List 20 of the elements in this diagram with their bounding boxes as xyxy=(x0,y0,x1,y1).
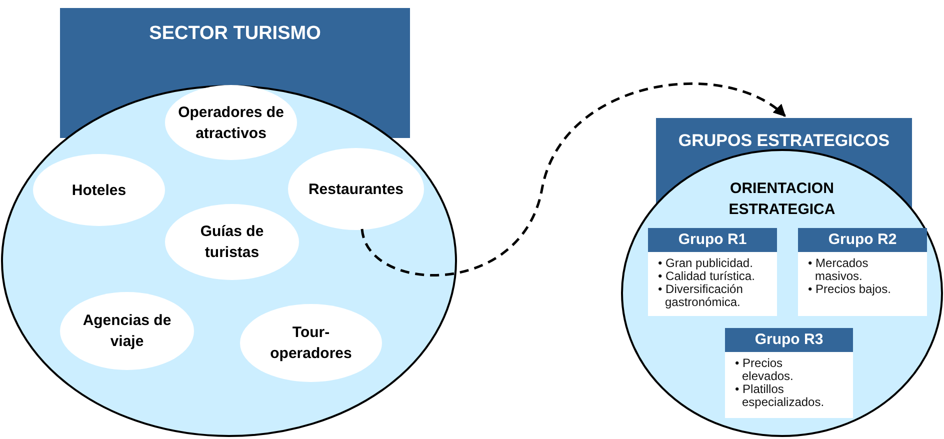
bullet-item: • Calidad turística. xyxy=(658,270,756,283)
bullet-item: • Precios bajos. xyxy=(808,283,892,296)
node-label: Tour-operadores xyxy=(269,323,353,364)
group-header: Grupo R1 xyxy=(648,228,777,252)
dashed-arrow xyxy=(360,82,786,276)
section-heading: GRUPOS ESTRATEGICOS xyxy=(677,130,891,152)
node-label: Hoteles xyxy=(72,180,126,200)
subheading: ORIENTACION ESTRATEGICA xyxy=(728,179,836,220)
bullet-item: • Precios elevados. xyxy=(735,357,794,383)
group-header: Grupo R3 xyxy=(725,328,853,352)
bullet-item: • Diversificación gastronómica. xyxy=(658,283,744,309)
section-heading: SECTOR TURISMO xyxy=(148,22,322,46)
bullet-item: • Gran publicidad. xyxy=(658,257,754,270)
bullet-item: • Mercados masivos. xyxy=(808,257,870,283)
node-label: Agencias de viaje xyxy=(82,311,172,352)
group-header: Grupo R2 xyxy=(798,228,927,252)
node-label: Operadores de atractivos xyxy=(177,102,285,144)
bullet-item: • Platillos especializados. xyxy=(735,383,826,409)
node-label: Guías de turistas xyxy=(199,222,265,263)
node-label: Restaurantes xyxy=(308,180,404,200)
